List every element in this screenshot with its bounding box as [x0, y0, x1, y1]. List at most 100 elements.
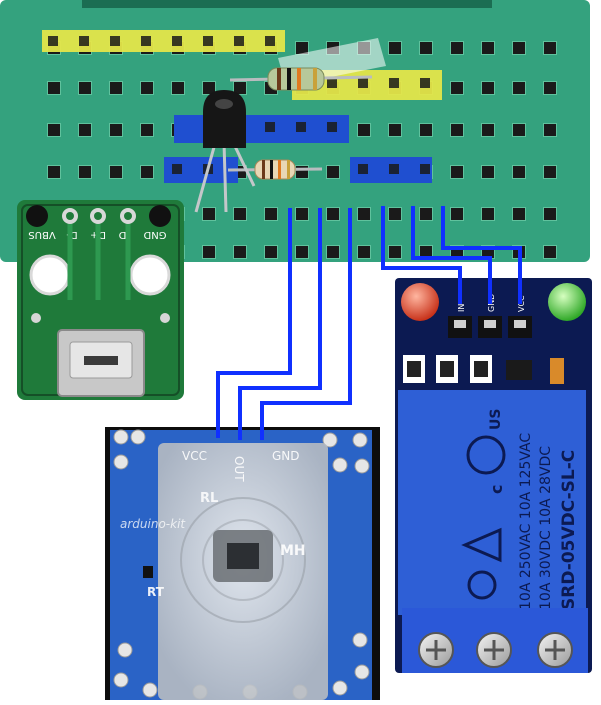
breadboard-hole	[110, 166, 122, 178]
breadboard-hole	[451, 208, 463, 220]
pir-pad	[332, 680, 348, 696]
relay-ratings-line-2: 10A 30VDC 10A 28VDC	[538, 446, 554, 610]
breadboard-hole	[513, 42, 525, 54]
breadboard-hole	[203, 246, 215, 258]
relay-cert-c: c	[487, 485, 506, 494]
breadboard-hole	[358, 124, 370, 136]
breadboard-hole	[48, 82, 60, 94]
strip-hole	[79, 36, 89, 46]
pir-silkscreen-rt: RT	[147, 585, 165, 599]
relay-cert-us: US	[488, 409, 504, 430]
breadboard-hole	[513, 166, 525, 178]
pir-pad	[142, 682, 158, 698]
breadboard-hole	[482, 124, 494, 136]
pir-silkscreen-rl: RL	[200, 491, 218, 506]
breadboard-hole	[358, 246, 370, 258]
strip-hole	[172, 164, 182, 174]
wire-breadboard-to-pir-out	[238, 208, 322, 440]
pir-pad	[113, 429, 129, 445]
pir-pad	[352, 632, 368, 648]
usb-pin-label: GND	[143, 229, 166, 240]
usb-mount-hole-left	[29, 254, 71, 296]
relay-header-pin-metal	[484, 320, 496, 328]
breadboard-hole	[482, 82, 494, 94]
breadboard-hole	[141, 124, 153, 136]
breadboard-hole	[203, 208, 215, 220]
strip-hole	[203, 36, 213, 46]
pir-pad	[322, 432, 338, 448]
resistor-top	[229, 67, 373, 91]
relay-header-pins	[448, 316, 532, 338]
breadboard-hole	[544, 42, 556, 54]
breadboard-hole	[513, 82, 525, 94]
breadboard-hole	[544, 82, 556, 94]
relay-header-pin-metal	[514, 320, 526, 328]
strip-hole	[389, 78, 399, 88]
breadboard-hole	[544, 208, 556, 220]
usb-pad-left	[26, 205, 48, 227]
strip-hole	[265, 36, 275, 46]
strip-hole	[265, 122, 275, 132]
breadboard-hole	[327, 166, 339, 178]
strip-hole	[172, 36, 182, 46]
pir-sensor-module: VCC OUT GND RL MH RT arduino-kit	[105, 427, 380, 700]
breadboard-hole	[265, 246, 277, 258]
wire-breadboard-to-relay-vcc	[441, 206, 522, 304]
breadboard-hole	[482, 42, 494, 54]
breadboard-top-strip	[82, 0, 492, 8]
breadboard-hole	[296, 246, 308, 258]
breadboard-hole	[389, 246, 401, 258]
breadboard	[0, 0, 590, 262]
breadboard-hole	[79, 82, 91, 94]
wire-breadboard-to-pir-gnd	[260, 208, 352, 440]
usb-mount-hole-right	[129, 254, 171, 296]
strip-hole	[327, 122, 337, 132]
breadboard-hole	[420, 124, 432, 136]
wire-breadboard-to-relay-gnd	[411, 206, 492, 304]
breadboard-hole	[451, 42, 463, 54]
strip-hole	[420, 164, 430, 174]
breadboard-hole	[451, 166, 463, 178]
breadboard-hole	[544, 124, 556, 136]
pir-label-out: OUT	[232, 456, 246, 482]
strip-hole	[389, 164, 399, 174]
usb-header-pins	[62, 208, 136, 224]
breadboard-hole	[358, 208, 370, 220]
strip-hole	[234, 36, 244, 46]
breadboard-hole	[48, 124, 60, 136]
pir-pad	[113, 454, 129, 470]
breadboard-hole	[451, 82, 463, 94]
blue-rail-left-1	[174, 115, 349, 143]
breadboard-hole	[420, 208, 432, 220]
usb-pin-label: VBUS	[28, 229, 55, 240]
relay-certification-marks: c US	[461, 409, 506, 600]
pir-jumper	[143, 566, 153, 578]
breadboard-hole	[482, 166, 494, 178]
strip-hole	[327, 78, 337, 88]
resistor-bottom	[227, 159, 323, 180]
usb-pad-right	[149, 205, 171, 227]
breadboard-hole	[203, 82, 215, 94]
strip-hole	[48, 36, 58, 46]
relay-smd-parts	[403, 355, 564, 384]
breadboard-hole	[141, 166, 153, 178]
relay-ratings-line-1: 10A 250VAC 10A 125VAC	[518, 433, 534, 610]
breadboard-hole	[296, 208, 308, 220]
pir-silkscreen-mh: MH	[280, 543, 306, 559]
relay-terminal-screws	[418, 632, 573, 668]
breadboard-hole	[513, 124, 525, 136]
strip-hole	[358, 164, 368, 174]
pir-pad	[117, 642, 133, 658]
breadboard-hole	[296, 42, 308, 54]
breadboard-hole	[420, 246, 432, 258]
breadboard-hole	[327, 246, 339, 258]
relay-pin-label: IN	[457, 304, 466, 312]
breadboard-hole	[110, 124, 122, 136]
breadboard-hole	[79, 124, 91, 136]
strip-hole	[358, 78, 368, 88]
pir-pad	[354, 458, 370, 474]
breadboard-hole	[79, 166, 91, 178]
